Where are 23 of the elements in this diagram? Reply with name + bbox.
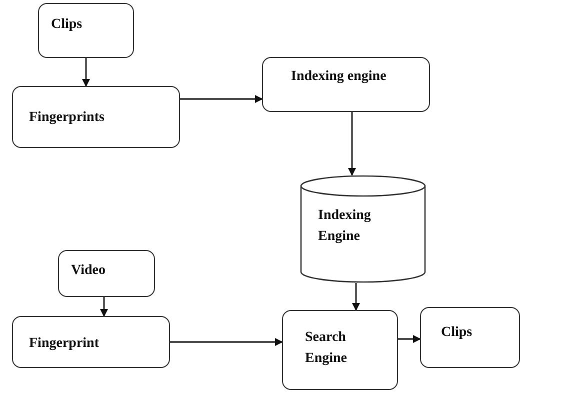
arrow (170, 338, 283, 346)
arrow (82, 58, 90, 87)
process-box (282, 310, 398, 390)
database-cylinder (300, 175, 426, 283)
arrow (348, 112, 356, 176)
node-label: Clips (51, 16, 82, 34)
node-label: Video (71, 262, 106, 280)
process-box (58, 250, 155, 297)
process-box (420, 307, 520, 368)
node-label: Indexing Engine (318, 207, 372, 246)
process-box (262, 57, 430, 112)
process-box (38, 3, 134, 58)
node-label: Search Engine (305, 329, 348, 368)
arrow (352, 283, 360, 311)
node-label: Fingerprint (29, 335, 99, 353)
process-box (12, 316, 170, 368)
node-label: Fingerprints (29, 109, 104, 127)
node-label: Indexing engine (291, 68, 386, 86)
arrow (398, 335, 421, 343)
process-box (12, 86, 180, 148)
arrow (180, 95, 263, 103)
node-label: Clips (441, 324, 472, 342)
arrow (100, 297, 108, 317)
